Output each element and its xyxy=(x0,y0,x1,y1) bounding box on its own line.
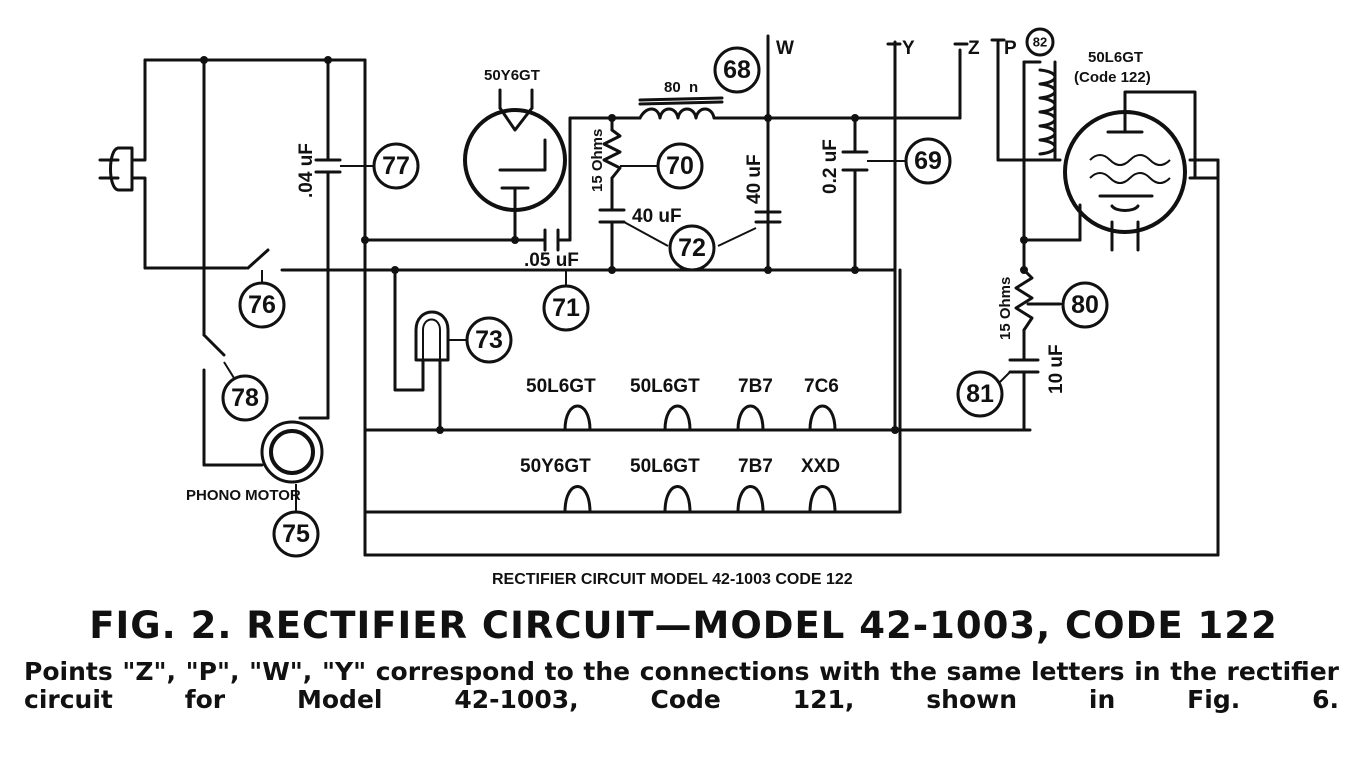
power-plug-icon xyxy=(98,58,147,270)
callout-71: 71 xyxy=(542,284,590,332)
heater-label: XXD xyxy=(801,456,840,477)
svg-text:73: 73 xyxy=(475,326,503,354)
point-w-label: W xyxy=(776,38,794,59)
junction-dots xyxy=(200,56,1028,434)
resistor-15-ohm-top xyxy=(602,128,622,180)
choke-coil xyxy=(638,96,732,120)
choke-value-label: 80 xyxy=(664,79,681,96)
connection-points xyxy=(766,34,1006,62)
resistor-right-label: 15 Ohms xyxy=(997,277,1014,340)
heater-row-2-labels: 50Y6GT 50L6GT 7B7 XXD xyxy=(520,456,840,477)
capacitor-40b xyxy=(754,198,782,224)
capacitor-40b-label: 40 uF xyxy=(744,154,765,204)
point-y-label: Y xyxy=(902,38,915,59)
svg-text:69: 69 xyxy=(914,147,942,175)
phono-motor-icon xyxy=(260,420,324,484)
pilot-lamp-icon xyxy=(414,310,450,362)
callout-80: 80 xyxy=(1061,281,1109,329)
point-z-label: Z xyxy=(968,38,980,59)
capacitor-10-label: 10 uF xyxy=(1046,344,1067,394)
svg-text:76: 76 xyxy=(248,291,276,319)
phono-motor-label: PHONO MOTOR xyxy=(186,487,301,504)
callout-73: 73 xyxy=(465,316,513,364)
output-tube-50l6gt xyxy=(1063,106,1187,252)
callout-82: 82 xyxy=(1025,27,1055,57)
heater-label: 50L6GT xyxy=(630,456,700,477)
output-tube-label: 50L6GT xyxy=(1088,49,1143,66)
capacitor-05 xyxy=(543,228,560,252)
point-p-label: P xyxy=(1004,38,1017,59)
rectifier-tube-label: 50Y6GT xyxy=(484,67,540,84)
svg-text:68: 68 xyxy=(723,56,751,84)
capacitor-40a xyxy=(598,208,626,224)
capacitor-10 xyxy=(1008,358,1040,374)
callout-77: 77 xyxy=(372,142,420,190)
callout-70: 70 xyxy=(656,142,704,190)
callout-68: 68 xyxy=(713,46,761,94)
heater-label: 50Y6GT xyxy=(520,456,591,477)
svg-text:77: 77 xyxy=(382,152,410,180)
output-transformer xyxy=(1022,60,1057,160)
svg-text:72: 72 xyxy=(678,234,706,262)
callout-72: 72 xyxy=(668,224,716,272)
callout-81: 81 xyxy=(956,370,1004,418)
heater-filaments xyxy=(563,404,837,514)
callout-75: 75 xyxy=(272,510,320,558)
heater-label: 50L6GT xyxy=(526,376,596,397)
svg-text:75: 75 xyxy=(282,520,310,548)
output-tube-code: (Code 122) xyxy=(1074,69,1151,86)
svg-text:81: 81 xyxy=(966,380,994,408)
heater-label: 7C6 xyxy=(804,376,839,397)
rectifier-schematic: 50Y6GT 50L6GT (Code 122) W Y Z P 80 n 15… xyxy=(98,27,1220,558)
choke-unit-label: n xyxy=(689,79,698,96)
capacitor-02 xyxy=(841,150,869,172)
resistor-top-label: 15 Ohms xyxy=(589,129,606,192)
svg-text:80: 80 xyxy=(1071,291,1099,319)
svg-text:71: 71 xyxy=(552,294,580,322)
heater-label: 50L6GT xyxy=(630,376,700,397)
capacitor-05-label: .05 uF xyxy=(524,250,579,271)
rectifier-tube-50y6gt xyxy=(463,88,567,212)
heater-label: 7B7 xyxy=(738,456,773,477)
figure-note: Points "Z", "P", "W", "Y" correspond to … xyxy=(24,657,1339,714)
svg-text:70: 70 xyxy=(666,152,694,180)
resistor-15-ohm-right xyxy=(1014,268,1034,332)
heater-row-1-labels: 50L6GT 50L6GT 7B7 7C6 xyxy=(526,376,839,397)
capacitor-40a-label: 40 uF xyxy=(632,206,682,227)
heater-label: 7B7 xyxy=(738,376,773,397)
svg-text:82: 82 xyxy=(1033,35,1047,50)
callout-78: 78 xyxy=(221,374,269,422)
figure-title: FIG. 2. RECTIFIER CIRCUIT—MODEL 42-1003,… xyxy=(89,604,1278,647)
capacitor-02-label: 0.2 uF xyxy=(820,139,841,194)
svg-text:78: 78 xyxy=(231,384,259,412)
capacitor-04 xyxy=(314,158,342,174)
diagram-caption: RECTIFIER CIRCUIT MODEL 42-1003 CODE 122 xyxy=(492,571,853,588)
capacitor-04-label: .04 uF xyxy=(296,143,317,198)
callout-76: 76 xyxy=(238,281,286,329)
callout-69: 69 xyxy=(904,137,952,185)
